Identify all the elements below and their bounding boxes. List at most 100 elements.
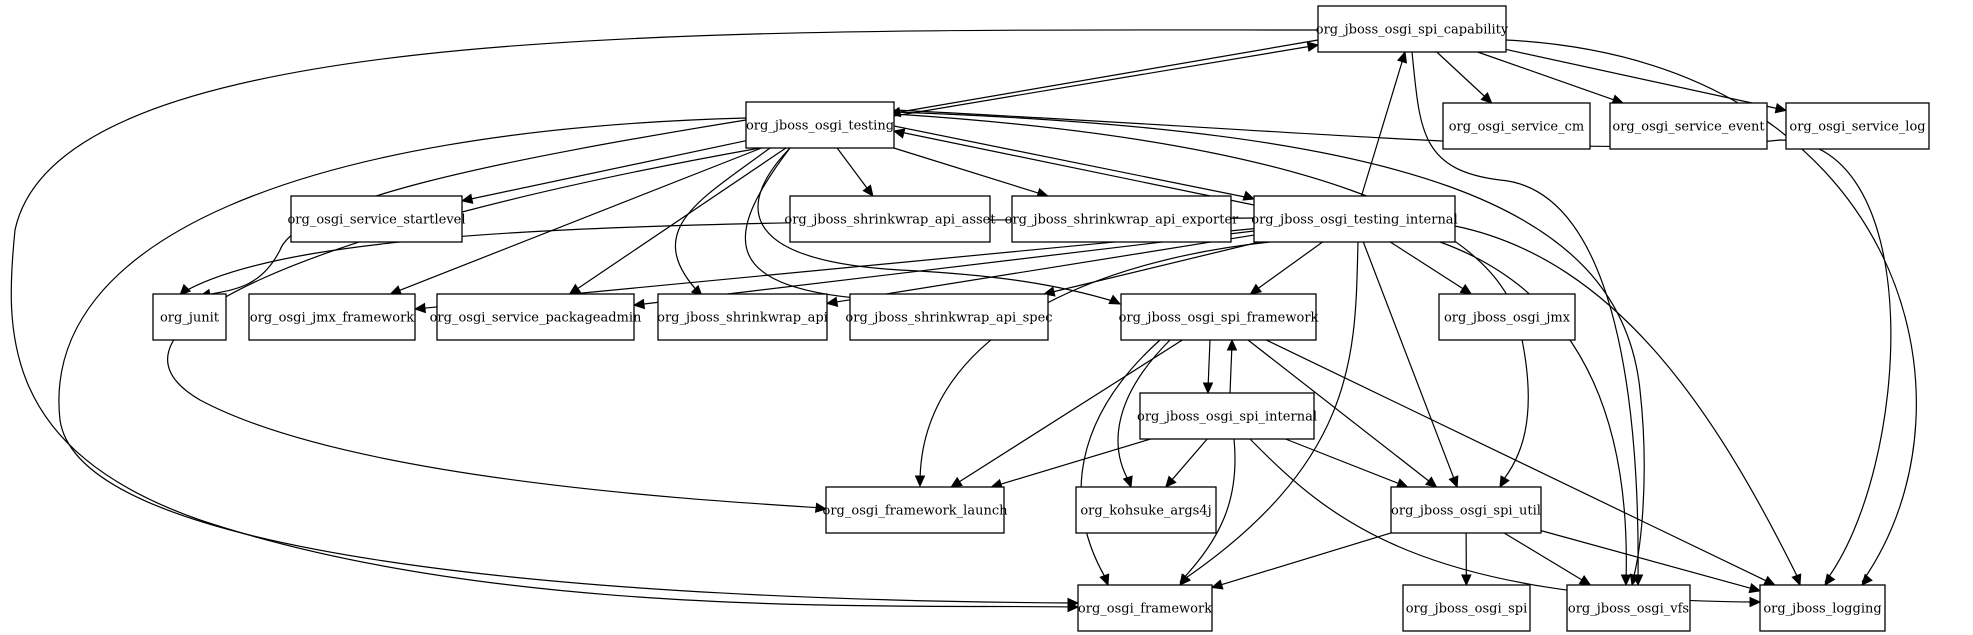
node-jmx-framework: org_osgi_jmx_framework [248, 293, 416, 341]
node-label: org_osgi_service_packageadmin [430, 311, 642, 326]
edge-capability-to-cm [1436, 51, 1486, 98]
node-box [1253, 195, 1456, 243]
node-box [1317, 5, 1507, 53]
node-sw-api: org_jboss_shrinkwrap_api [657, 293, 828, 341]
edge-capability-to-osgi-framework [10, 29, 1319, 608]
edge-testing-to-startlevel [470, 140, 747, 200]
node-label: org_jboss_osgi_testing [746, 119, 894, 134]
edge-testing-to-packageadmin [576, 147, 787, 290]
node-box [248, 293, 416, 341]
node-label: org_jboss_shrinkwrap_api_asset [784, 213, 996, 228]
edge-testing-internal-to-fw-launch-arrowhead [914, 475, 926, 488]
edge-testing-internal-to-osgi-vfs [1439, 241, 1627, 583]
edge-spi-framework-to-osgi-framework [1080, 339, 1161, 583]
edge-testing-to-capability-arrowhead [1306, 41, 1320, 52]
edge-testing-internal-to-jboss-logging [1454, 225, 1801, 583]
edge-testing-internal-to-testing [899, 131, 1255, 206]
edge-testing-internal-to-capability-arrowhead [1396, 50, 1408, 64]
edge-testing-to-osgi-framework [58, 117, 1075, 604]
node-osgi-jmx: org_jboss_osgi_jmx [1438, 293, 1576, 341]
edge-spi-util-to-osgi-framework-arrowhead [1210, 579, 1224, 590]
node-label: org_kohsuke_args4j [1080, 504, 1211, 519]
edge-spi-framework-to-spi-internal-arrowhead [1202, 382, 1214, 395]
node-box [1402, 584, 1531, 632]
edge-testing-internal-to-osgi-vfs-arrowhead [1620, 574, 1632, 587]
edge-testing-internal-to-osgi-jmx [1389, 241, 1464, 290]
edge-testing-internal-to-osgi-jmx-arrowhead [1459, 283, 1473, 295]
edge-spi-framework-to-args4j-arrowhead [1122, 475, 1133, 489]
node-osgi-vfs: org_jboss_osgi_vfs [1566, 584, 1691, 632]
node-box [745, 101, 895, 149]
edge-spi-framework-to-fw-launch-arrowhead [950, 476, 963, 488]
node-box [657, 293, 828, 341]
node-junit: org_junit [152, 293, 227, 341]
node-log: org_osgi_service_log [1785, 102, 1930, 150]
edge-testing-to-osgi-vfs [893, 111, 1645, 583]
edge-spi-internal-to-spi-framework-arrowhead [1226, 338, 1238, 351]
edge-spi-framework-to-spi-internal [1207, 339, 1211, 390]
edge-spi-framework-to-args4j [1117, 339, 1171, 484]
node-sw-exporter: org_jboss_shrinkwrap_api_exporter [1005, 195, 1240, 243]
edge-capability-to-log-arrowhead [1774, 103, 1788, 114]
edge-testing-internal-to-fw-launch [919, 241, 1271, 484]
node-box [1139, 392, 1315, 440]
node-box [1011, 195, 1232, 243]
edge-testing-internal-to-spi-util-arrowhead [1448, 475, 1459, 489]
node-box [1120, 293, 1317, 341]
node-label: org_jboss_osgi_spi_capability [1316, 23, 1509, 38]
edge-spi-internal-to-spi-util [1285, 438, 1400, 485]
node-osgi-spi: org_jboss_osgi_spi [1402, 584, 1531, 632]
node-label: org_jboss_shrinkwrap_api_exporter [1005, 213, 1240, 228]
node-label: org_osgi_service_event [1612, 120, 1765, 135]
edge-testing-internal-to-junit-arrowhead [179, 283, 192, 296]
node-box [1075, 486, 1217, 534]
edge-spi-util-to-osgi-vfs [1503, 532, 1583, 581]
edge-spi-framework-to-osgi-framework-arrowhead [1099, 573, 1110, 587]
edge-testing-to-testing-internal-arrowhead [1242, 190, 1256, 201]
edge-spi-util-to-jboss-logging-arrowhead [1748, 582, 1762, 594]
edge-testing-internal-to-spi-util [1362, 241, 1455, 479]
edge-spi-util-to-osgi-vfs-arrowhead [1578, 575, 1592, 586]
edge-testing-internal-to-spi-framework-arrowhead [1249, 283, 1263, 295]
edge-testing-to-fw-launch-arrowhead [814, 502, 828, 513]
node-args4j: org_kohsuke_args4j [1075, 486, 1217, 534]
edge-testing-internal-to-sw-api [835, 234, 1255, 303]
node-fw-launch: org_osgi_framework_launch [823, 486, 1008, 534]
edge-testing-internal-to-jboss-logging-arrowhead [1791, 573, 1802, 587]
node-jboss-logging: org_jboss_logging [1759, 584, 1886, 632]
node-box [849, 293, 1049, 341]
node-label: org_junit [160, 311, 220, 326]
edge-testing-to-sw-asset [836, 147, 868, 190]
edge-spi-internal-to-spi-framework [1229, 343, 1233, 394]
node-label: org_jboss_logging [1763, 602, 1881, 617]
edge-testing-to-sw-api [674, 147, 771, 295]
edge-capability-to-osgi-vfs [1411, 51, 1639, 581]
node-label: org_jboss_shrinkwrap_api [657, 311, 828, 326]
node-label: org_jboss_osgi_jmx [1444, 311, 1571, 326]
node-label: org_jboss_osgi_testing_internal [1251, 213, 1457, 228]
edge-spi-internal-to-spi-util-arrowhead [1395, 478, 1409, 489]
node-box [152, 293, 227, 341]
node-label: org_osgi_service_cm [1449, 120, 1585, 135]
node-label: org_jboss_shrinkwrap_api_spec [845, 311, 1052, 326]
node-box [290, 195, 463, 243]
node-capability: org_jboss_osgi_spi_capability [1316, 5, 1509, 53]
edge-spi-util-to-osgi-framework [1220, 532, 1392, 586]
edge-testing-internal-to-jmx-framework-arrowhead [413, 302, 426, 314]
edge-testing-to-spi-util [893, 113, 1529, 485]
node-label: org_jboss_osgi_spi_framework [1119, 311, 1319, 326]
node-label: org_jboss_osgi_spi_internal [1137, 410, 1317, 425]
node-event: org_osgi_service_event [1609, 102, 1768, 150]
edge-spi-framework-to-spi-util-arrowhead [1424, 476, 1438, 488]
node-label: org_osgi_service_log [1789, 120, 1925, 135]
edge-testing-internal-to-osgi-framework [1179, 241, 1359, 583]
edge-testing-internal-to-packageadmin-arrowhead [632, 298, 646, 310]
node-box [825, 486, 1005, 534]
node-spi-internal: org_jboss_osgi_spi_internal [1137, 392, 1317, 440]
edge-testing-to-capability [893, 45, 1313, 117]
edge-testing-internal-to-packageadmin [642, 230, 1255, 305]
edge-capability-to-testing [899, 39, 1319, 113]
node-label: org_jboss_osgi_spi [1406, 602, 1528, 617]
edge-spi-internal-to-args4j-arrowhead [1165, 475, 1177, 488]
edge-capability-to-jboss-logging [1505, 39, 1917, 583]
